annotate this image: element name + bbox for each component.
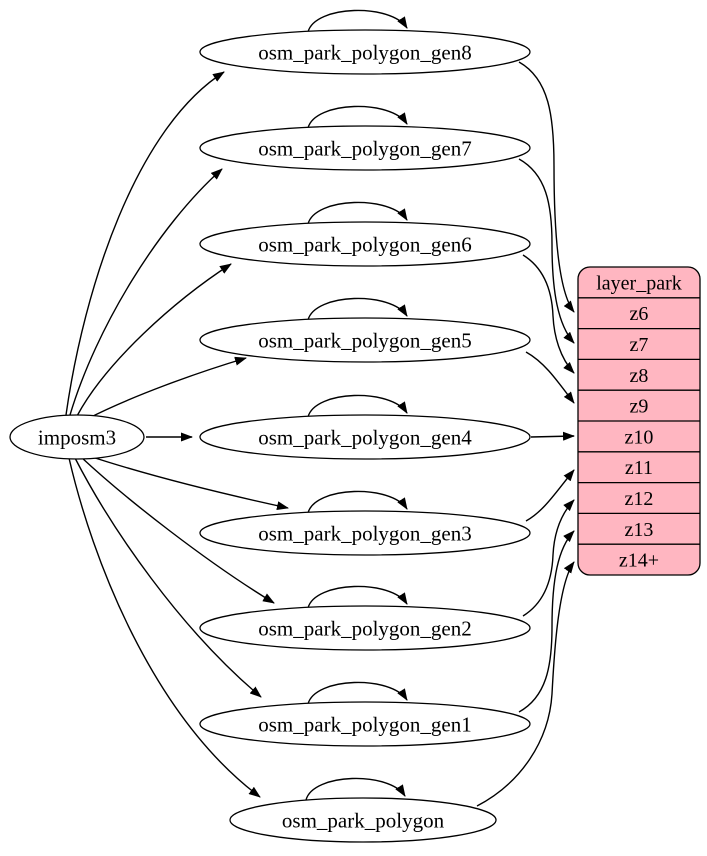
edge-osm-park-polygon-gen6-to-z8 (522, 254, 575, 374)
edge-imposm3-to-osm-park-polygon-gen7 (69, 168, 223, 416)
node-osm-park-polygon-gen7-shape (199, 125, 531, 171)
node-osm-park-polygon-gen5-label: osm_park_polygon_gen5 (258, 328, 471, 352)
node-imposm3-label: imposm3 (38, 425, 116, 449)
node-osm-park-polygon-gen3-shape (199, 510, 531, 556)
layer-park-row-z14plus: z14+ (619, 550, 659, 572)
edge-osm-park-polygon-to-z14plus (476, 561, 575, 807)
node-osm-park-polygon-gen8-shape (199, 29, 531, 75)
edge-imposm3-to-osm-park-polygon-gen5 (86, 356, 247, 420)
node-osm-park-polygon-gen4-label: osm_park_polygon_gen4 (258, 425, 472, 449)
node-osm-park-polygon-gen5: osm_park_polygon_gen5 (199, 317, 531, 363)
node-osm-park-polygon-gen1-label: osm_park_polygon_gen1 (258, 712, 471, 736)
node-osm-park-polygon-shape (229, 797, 497, 843)
node-imposm3-shape (9, 414, 145, 460)
edge-osm-park-polygon-gen2-to-z12 (522, 499, 575, 617)
node-osm-park-polygon-gen2-shape (199, 605, 531, 651)
layer-park-row-z8: z8 (630, 365, 649, 387)
self-loop-osm-park-polygon-gen7 (307, 105, 408, 129)
node-osm-park-polygon-gen8-label: osm_park_polygon_gen8 (258, 40, 471, 64)
edge-imposm3-to-osm-park-polygon-gen3 (88, 455, 289, 511)
layer-park-row-z7: z7 (630, 334, 649, 356)
edge-osm-park-polygon-gen4-to-z10 (530, 431, 575, 441)
node-osm-park-polygon-gen2-label: osm_park_polygon_gen2 (258, 616, 471, 640)
node-layer-park: layer_park z6 z7 z8 z9 z10 z11 z12 z13 z14+ (577, 266, 701, 576)
node-osm-park-polygon-gen8: osm_park_polygon_gen8 (199, 29, 531, 75)
edge-osm-park-polygon-gen1-to-z13 (518, 530, 575, 713)
layer-park-row-z10: z10 (625, 426, 654, 448)
layer-park-row-z12: z12 (625, 488, 654, 510)
node-osm-park-polygon-gen2: osm_park_polygon_gen2 (199, 605, 531, 651)
node-osm-park-polygon-gen6: osm_park_polygon_gen6 (199, 221, 531, 267)
layer-park-row-z9: z9 (630, 396, 649, 418)
edge-osm-park-polygon-gen7-to-z7 (518, 158, 575, 344)
node-osm-park-polygon-gen7: osm_park_polygon_gen7 (199, 125, 531, 171)
node-osm-park-polygon: osm_park_polygon (229, 797, 497, 843)
edge-imposm3-to-osm-park-polygon (68, 457, 261, 798)
edge-imposm3-to-osm-park-polygon-gen2 (80, 456, 275, 604)
edge-imposm3-to-osm-park-polygon-gen6 (76, 263, 232, 417)
node-osm-park-polygon-gen6-label: osm_park_polygon_gen6 (258, 232, 471, 256)
layer-park-header: layer_park (596, 272, 682, 294)
edge-osm-park-polygon-gen5-to-z9 (525, 351, 575, 404)
node-osm-park-polygon-gen7-label: osm_park_polygon_gen7 (258, 136, 471, 160)
node-osm-park-polygon-gen4-shape (199, 414, 531, 460)
edge-osm-park-polygon-gen3-to-z11 (525, 469, 575, 522)
node-imposm3: imposm3 (9, 414, 145, 460)
node-osm-park-polygon-gen5-shape (199, 317, 531, 363)
node-osm-park-polygon-label: osm_park_polygon (282, 808, 445, 832)
layer-park-row-z11: z11 (625, 457, 653, 479)
layer-park-row-z6: z6 (630, 303, 649, 325)
self-loop-osm-park-polygon-gen3 (307, 490, 408, 514)
self-loop-osm-park-polygon-gen2 (307, 585, 408, 609)
node-osm-park-polygon-gen6-shape (199, 221, 531, 267)
node-osm-park-polygon-gen1-shape (199, 701, 531, 747)
self-loop-osm-park-polygon-gen5 (307, 297, 408, 321)
edge-imposm3-to-osm-park-polygon-gen1 (74, 457, 262, 698)
self-loop-osm-park-polygon-gen4 (307, 394, 408, 418)
self-loop-osm-park-polygon-gen6 (307, 201, 408, 225)
node-osm-park-polygon-gen1: osm_park_polygon_gen1 (199, 701, 531, 747)
edge-imposm3-to-osm-park-polygon-gen8 (65, 71, 225, 416)
self-loop-osm-park-polygon-gen1 (307, 681, 408, 705)
node-osm-park-polygon-gen3-label: osm_park_polygon_gen3 (258, 521, 471, 545)
layer-park-row-z13: z13 (625, 519, 654, 541)
node-osm-park-polygon-gen3: osm_park_polygon_gen3 (199, 510, 531, 556)
self-loop-osm-park-polygon (305, 777, 406, 801)
node-osm-park-polygon-gen4: osm_park_polygon_gen4 (199, 414, 531, 460)
edge-osm-park-polygon-gen8-to-z6 (518, 61, 575, 313)
self-loop-osm-park-polygon-gen8 (307, 9, 408, 33)
